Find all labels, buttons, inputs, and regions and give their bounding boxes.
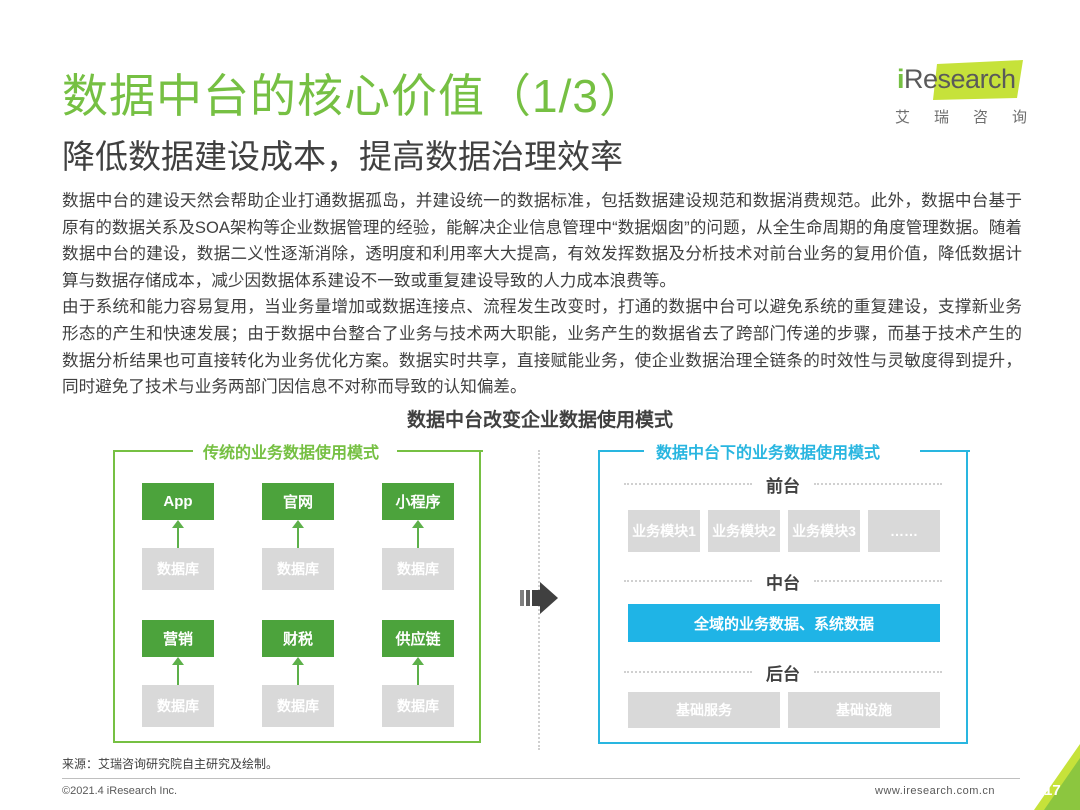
app-box: 官网 xyxy=(262,483,334,520)
database-box: 数据库 xyxy=(142,685,214,727)
footer-divider xyxy=(62,778,1020,779)
iresearch-logo: iResearch 艾 瑞 咨 询 xyxy=(893,60,1033,130)
front-module-1: 业务模块1 xyxy=(628,510,700,552)
page-subtitle: 降低数据建设成本，提高数据治理效率 xyxy=(62,138,623,175)
middle-layer-label: 中台 xyxy=(624,571,942,593)
up-arrow-icon xyxy=(382,657,454,685)
front-module-2: 业务模块2 xyxy=(708,510,780,552)
basic-service-box: 基础服务 xyxy=(628,692,780,728)
body-paragraph-2: 由于系统和能力容易复用，当业务量增加或数据连接点、流程发生改变时，打通的数据中台… xyxy=(62,297,1022,397)
module-app: App 数据库 xyxy=(142,483,214,590)
traditional-mode-label: 传统的业务数据使用模式 xyxy=(203,445,380,462)
database-box: 数据库 xyxy=(382,548,454,590)
up-arrow-icon xyxy=(142,657,214,685)
database-box: 数据库 xyxy=(262,685,334,727)
data-middle-platform-panel: 数据中台下的业务数据使用模式 前台 业务模块1 业务模块2 业务模块3 …… 中… xyxy=(598,445,970,744)
database-box: 数据库 xyxy=(262,548,334,590)
module-miniprogram: 小程序 数据库 xyxy=(382,483,454,590)
page-number: 17 xyxy=(1044,782,1061,799)
up-arrow-icon xyxy=(262,520,334,548)
logo-badge-shape xyxy=(933,60,1023,100)
diagram-title: 数据中台改变企业数据使用模式 xyxy=(406,410,673,431)
up-arrow-icon xyxy=(262,657,334,685)
body-text: 数据中台的建设天然会帮助企业打通数据孤岛，并建设统一的数据标准，包括数据建设规范… xyxy=(62,188,1022,401)
page-title: 数据中台的核心价值（1/3） xyxy=(62,70,646,122)
module-marketing: 营销 数据库 xyxy=(142,620,214,727)
app-box: 小程序 xyxy=(382,483,454,520)
app-box: 营销 xyxy=(142,620,214,657)
front-module-3: 业务模块3 xyxy=(788,510,860,552)
traditional-mode-panel: 传统的业务数据使用模式 App 数据库 官网 数据库 小程序 数据库 营销 数据… xyxy=(113,445,483,743)
logo-wordmark: iResearch xyxy=(897,64,1016,94)
middle-platform-mode-label: 数据中台下的业务数据使用模式 xyxy=(656,445,881,462)
source-note: 来源：艾瑞咨询研究院自主研究及绘制。 xyxy=(62,757,279,771)
up-arrow-icon xyxy=(142,520,214,548)
copyright: ©2021.4 iResearch Inc. xyxy=(62,785,178,797)
front-module-more: …… xyxy=(868,510,940,552)
website-link[interactable]: www.iresearch.com.cn xyxy=(875,785,996,797)
app-box: 供应链 xyxy=(382,620,454,657)
global-data-bar: 全域的业务数据、系统数据 xyxy=(628,604,940,642)
up-arrow-icon xyxy=(382,520,454,548)
database-box: 数据库 xyxy=(142,548,214,590)
module-supply-chain: 供应链 数据库 xyxy=(382,620,454,727)
back-layer-label: 后台 xyxy=(624,662,942,684)
module-website: 官网 数据库 xyxy=(262,483,334,590)
corner-accent-shape xyxy=(1034,744,1080,810)
basic-infrastructure-box: 基础设施 xyxy=(788,692,940,728)
transform-arrow-icon xyxy=(520,582,558,614)
module-finance-tax: 财税 数据库 xyxy=(262,620,334,727)
logo-chinese-name: 艾 瑞 咨 询 xyxy=(895,109,1027,126)
database-box: 数据库 xyxy=(382,685,454,727)
app-box: 财税 xyxy=(262,620,334,657)
body-paragraph-1: 数据中台的建设天然会帮助企业打通数据孤岛，并建设统一的数据标准，包括数据建设规范… xyxy=(62,191,1022,290)
app-box: App xyxy=(142,483,214,520)
front-layer-label: 前台 xyxy=(624,474,942,496)
